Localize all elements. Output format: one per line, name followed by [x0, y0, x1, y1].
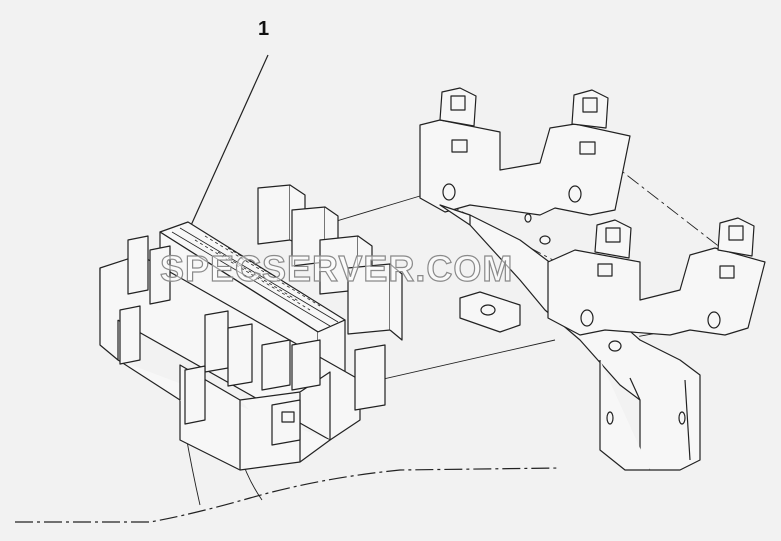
frame-bracket	[439, 204, 701, 471]
bracket-hole	[707, 311, 721, 329]
connector-cavity	[184, 365, 206, 425]
tab-slot	[728, 225, 744, 241]
bracket-hole	[568, 185, 582, 203]
frame-hole	[539, 235, 551, 245]
mounting-tab-hole	[480, 304, 496, 316]
latch	[281, 411, 295, 423]
connector-cavity	[227, 323, 253, 387]
lower-mounting-bracket	[547, 217, 766, 352]
centerline	[15, 467, 561, 523]
frame-hole	[678, 411, 686, 425]
tab-slot	[450, 95, 466, 111]
rivet	[608, 340, 622, 352]
upper-mounting-bracket	[419, 87, 631, 216]
connector-cavity	[204, 310, 229, 373]
connector-cavity	[261, 339, 291, 391]
bracket-hole	[451, 139, 468, 153]
fuse-relay-box	[99, 184, 403, 471]
watermark-text: SPECSERVER.COM	[159, 247, 514, 289]
side-clip	[354, 344, 386, 411]
frame-hole	[524, 213, 532, 223]
connector-cavity	[291, 339, 321, 391]
bracket-hole	[580, 309, 594, 327]
frame-hole	[606, 411, 614, 425]
bracket-hole	[442, 183, 456, 201]
relay-block	[257, 184, 291, 245]
connector-cavity	[127, 235, 149, 295]
tab-slot	[582, 97, 598, 113]
connector-cavity	[149, 245, 171, 305]
bracket-hole	[719, 265, 735, 279]
bracket-hole	[579, 141, 596, 155]
tab-slot	[605, 227, 621, 243]
callout-number: 1	[258, 18, 270, 40]
bracket-hole	[597, 263, 613, 277]
callout-leader-line	[187, 54, 269, 233]
connector-cavity	[119, 305, 141, 365]
